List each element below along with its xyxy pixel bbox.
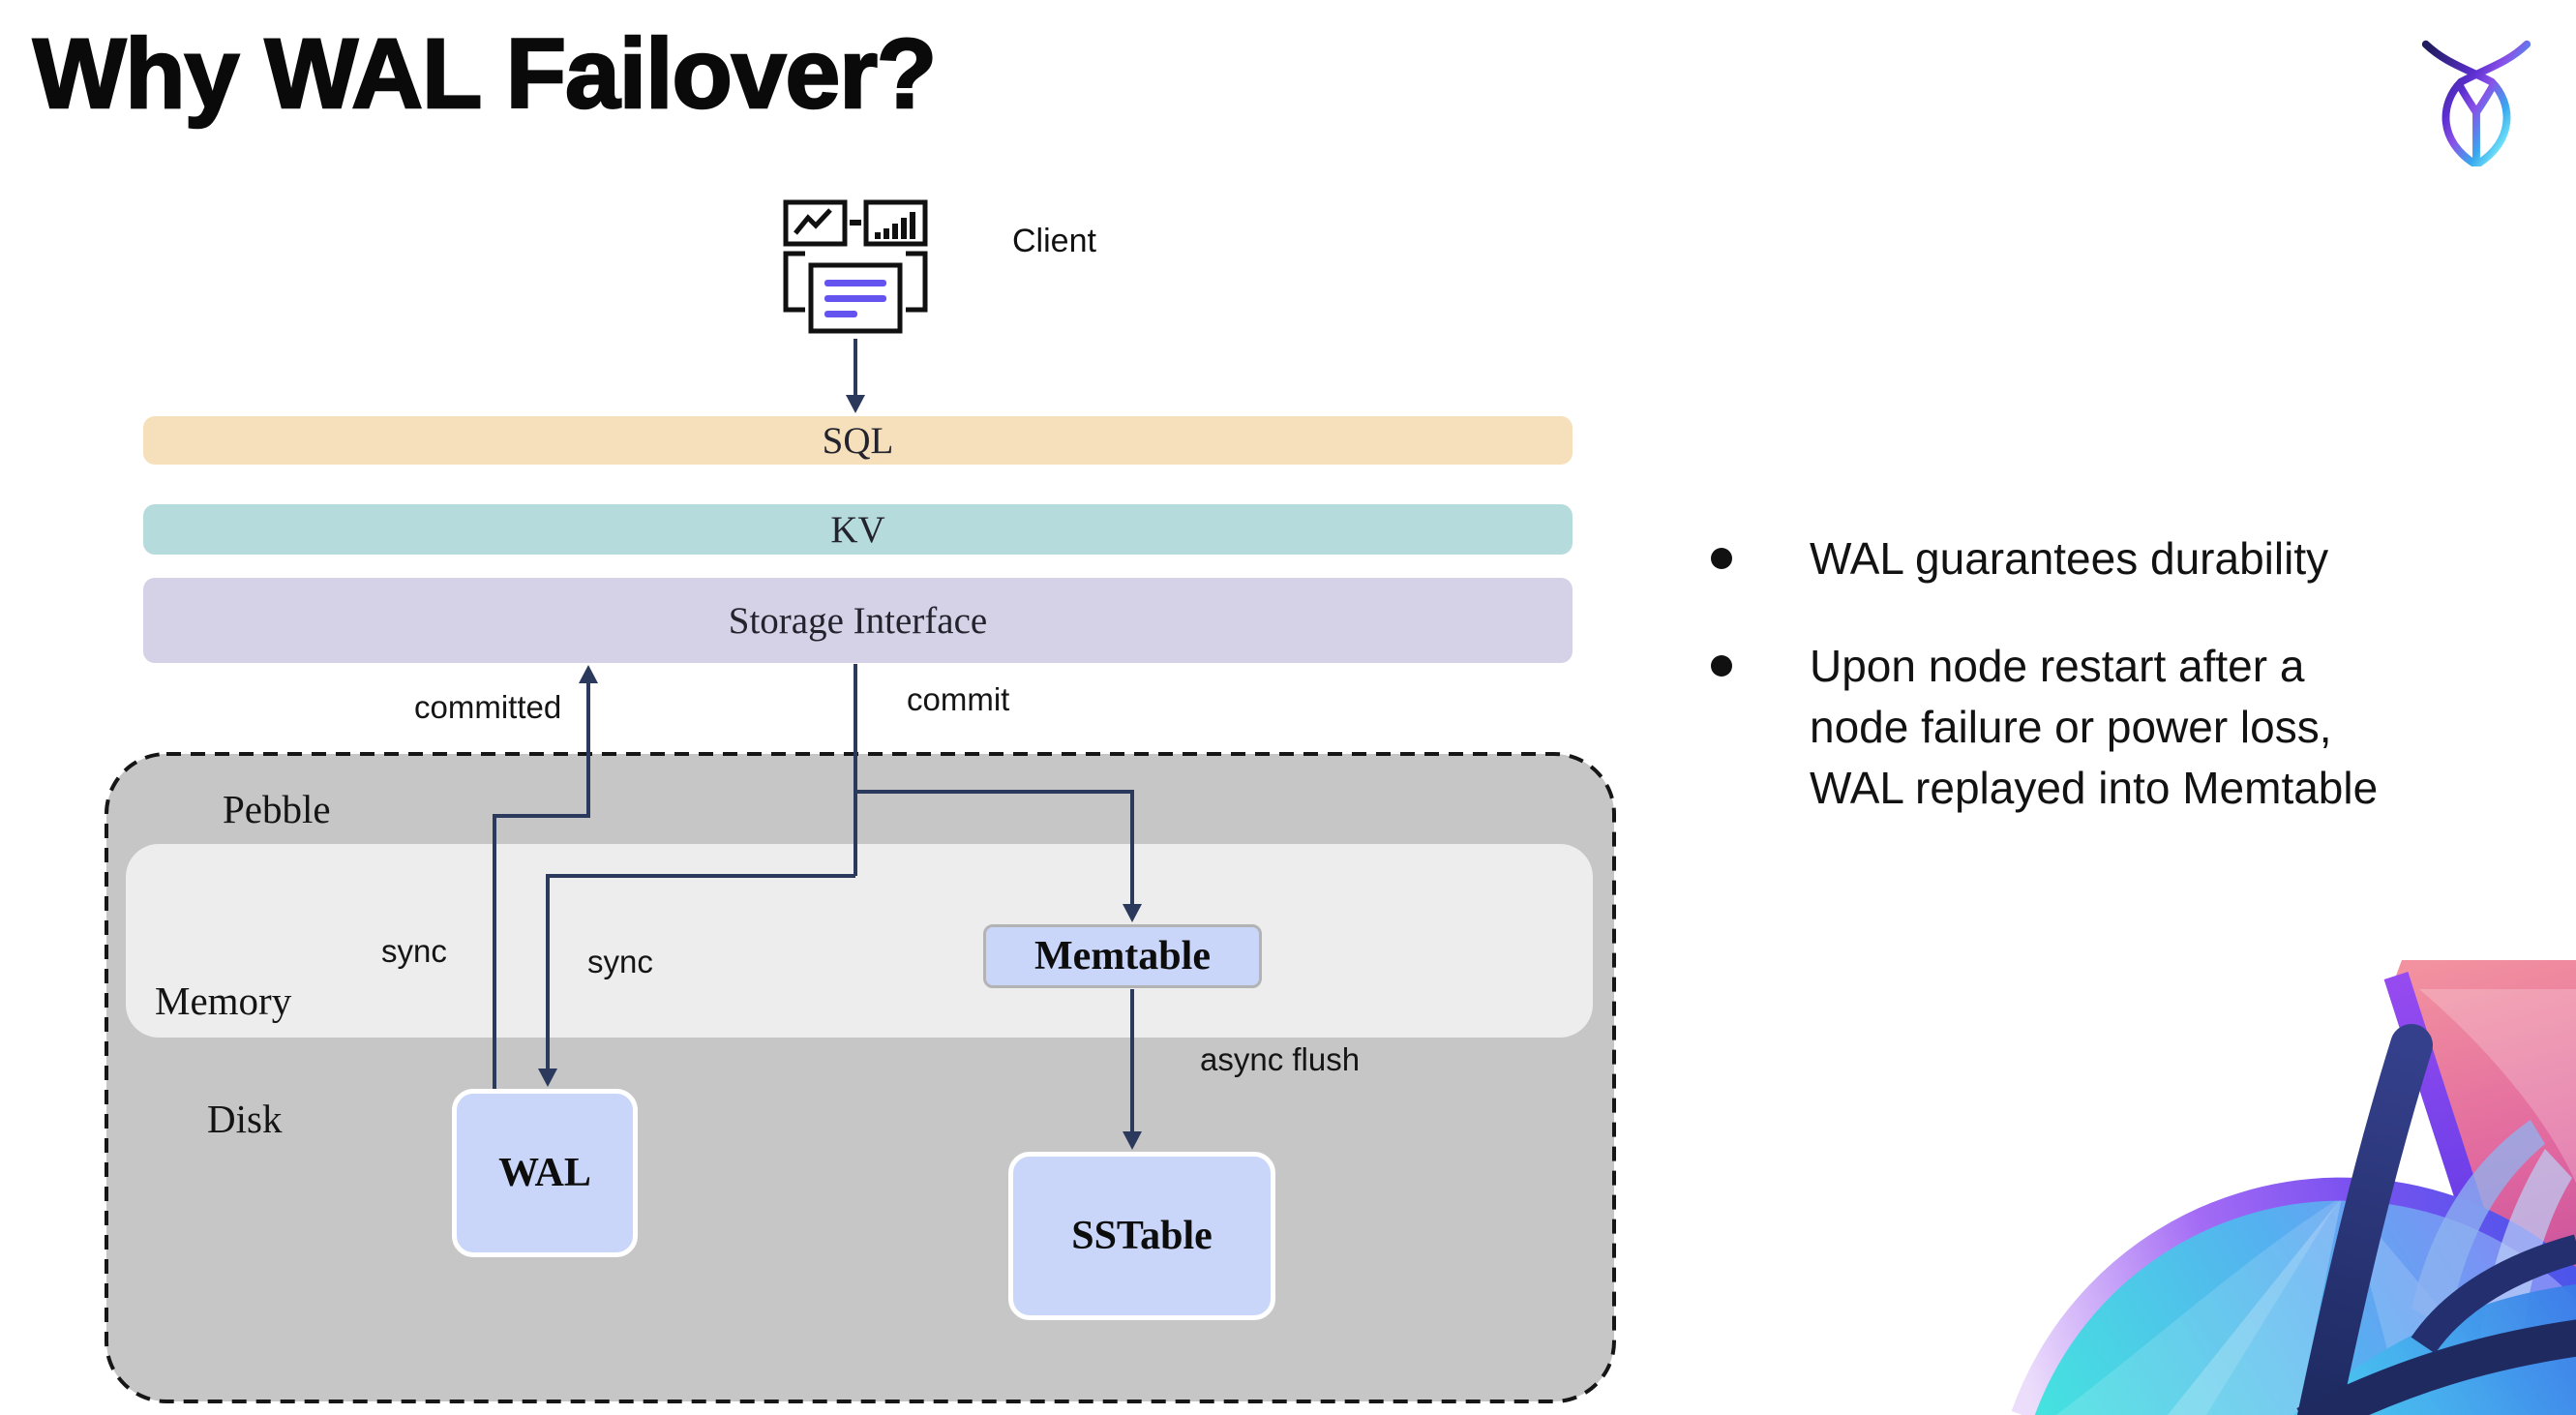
disk-label: Disk: [207, 1097, 283, 1141]
sstable-arrowhead: [1123, 1131, 1142, 1150]
edge-label-sync-write: sync: [587, 944, 653, 979]
edge-label-committed: committed: [414, 689, 562, 725]
bullet-dot-icon: [1711, 548, 1732, 569]
bullet-list: WAL guarantees durability Upon node rest…: [1711, 528, 2390, 865]
edge-label-async-flush: async flush: [1200, 1041, 1361, 1077]
commit-to-memtable-line: [855, 790, 1134, 906]
layer-bar-storage: Storage Interface: [143, 578, 1573, 663]
client-arrowhead: [846, 395, 865, 413]
node-sstable: SSTable: [1008, 1152, 1275, 1320]
pebble-box: [105, 752, 1616, 1403]
node-wal-label: WAL: [498, 1151, 591, 1195]
layer-label-sql: SQL: [822, 419, 894, 462]
node-sstable-label: SSTable: [1071, 1214, 1213, 1258]
layer-label-kv: KV: [830, 508, 885, 551]
memtable-arrowhead: [1123, 904, 1142, 922]
right-bracket-icon: [906, 251, 928, 313]
page-title: Why WAL Failover?: [32, 17, 939, 131]
layer-label-storage: Storage Interface: [728, 599, 988, 642]
bar-chart-icon: [863, 199, 928, 247]
node-wal: WAL: [452, 1089, 638, 1257]
cockroach-logo-icon: [2421, 40, 2531, 166]
left-bracket-icon: [783, 251, 805, 313]
bullet-item: Upon node restart after a node failure o…: [1711, 636, 2390, 819]
layer-bar-kv: KV: [143, 504, 1573, 555]
bullet-text: Upon node restart after a node failure o…: [1810, 641, 2379, 813]
client-icon: [783, 199, 928, 334]
committed-edge-line: [493, 681, 590, 1089]
bullet-dot-icon: [1711, 655, 1732, 677]
brand-art-decoration: [2011, 960, 2576, 1415]
node-memtable: Memtable: [983, 924, 1262, 988]
line-chart-icon: [783, 199, 848, 247]
bullet-item: WAL guarantees durability: [1711, 528, 2390, 589]
wal-arrowhead: [538, 1069, 557, 1087]
client-label: Client: [1012, 223, 1096, 259]
memory-label: Memory: [155, 978, 292, 1023]
node-memtable-label: Memtable: [1034, 934, 1211, 978]
bullet-text: WAL guarantees durability: [1810, 533, 2329, 584]
edge-label-commit: commit: [907, 681, 1010, 717]
edge-label-sync-ack: sync: [381, 933, 447, 969]
pebble-label: Pebble: [223, 787, 331, 831]
layer-bar-sql: SQL: [143, 416, 1573, 465]
committed-arrowhead: [579, 665, 598, 683]
memory-region: [126, 844, 1593, 1038]
